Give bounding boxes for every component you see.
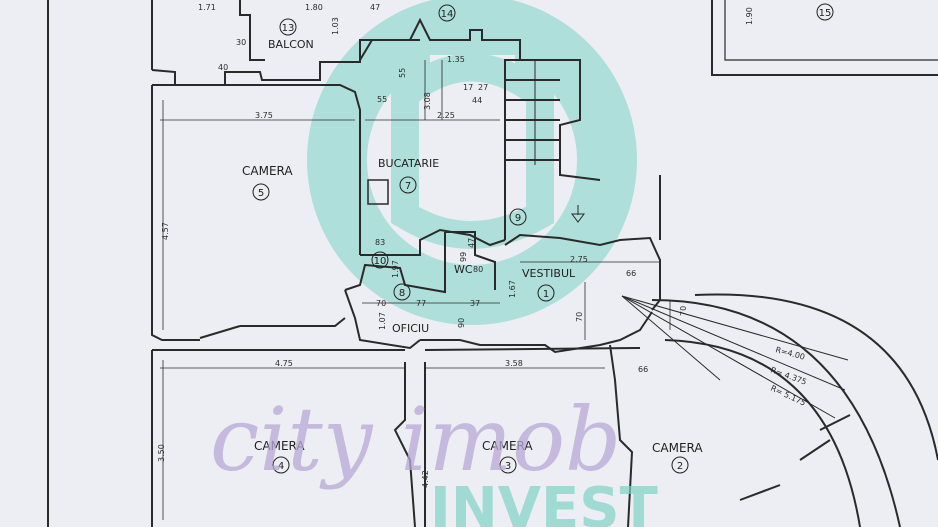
num-vestibul: 1 (543, 289, 549, 300)
dim-375: 3.75 (255, 111, 273, 120)
watermark-line-2: INVEST (430, 476, 658, 527)
dim-80: 80 (473, 265, 483, 274)
num-oficiu: 8 (399, 288, 405, 299)
dim-47a: 47 (370, 3, 380, 12)
dim-30: 30 (236, 38, 246, 47)
label-oficiu: OFICIU (392, 322, 429, 335)
dim-442: 4.42 (421, 470, 430, 488)
dimension-lines (160, 60, 671, 520)
dim-66a: 66 (626, 269, 636, 278)
stair-arrow-icon (571, 205, 585, 223)
dim-27: 27 (478, 83, 488, 92)
num-bucatarie: 7 (405, 181, 411, 192)
dim-17: 17 (463, 83, 473, 92)
num-camera-2: 2 (677, 461, 683, 472)
num-room-14: 14 (441, 9, 454, 20)
label-camera-3: CAMERA (482, 439, 533, 453)
dim-475: 4.75 (275, 359, 293, 368)
dim-47b: 47 (467, 238, 476, 248)
dim-90: 90 (457, 318, 466, 328)
dim-70c: 70 (679, 306, 688, 316)
label-camera-2: CAMERA (652, 441, 703, 455)
num-room-15: 15 (819, 8, 832, 19)
num-camera-4: 4 (278, 461, 284, 472)
walls (47, 0, 938, 527)
label-vestibul: VESTIBUL (522, 267, 576, 280)
dim-66b: 66 (638, 365, 648, 374)
label-bucatarie: BUCATARIE (378, 157, 439, 170)
dim-55a: 55 (398, 68, 407, 78)
num-room-10: 10 (374, 256, 387, 267)
dim-225: 2.25 (437, 111, 455, 120)
dim-55b: 55 (377, 95, 387, 104)
dim-457: 4.57 (161, 222, 170, 240)
dim-70b: 70 (575, 312, 584, 322)
num-camera-5: 5 (258, 188, 264, 199)
dim-197: 1.97 (391, 260, 400, 278)
num-camera-3: 3 (505, 461, 511, 472)
num-balcon: 13 (282, 23, 295, 34)
dimension-labels: 1.71 1.80 47 1.03 1.90 30 40 55 55 1.35 … (157, 3, 754, 488)
watermark-logo (307, 0, 637, 325)
dim-37: 37 (470, 299, 480, 308)
dim-83: 83 (375, 238, 385, 247)
dim-180: 1.80 (305, 3, 323, 12)
dim-308: 3.08 (423, 92, 432, 110)
watermark-text: city imob INVEST (210, 388, 658, 527)
dim-275: 2.75 (570, 255, 588, 264)
label-camera-5: CAMERA (242, 164, 293, 178)
label-wc: WC (454, 263, 473, 276)
dim-167: 1.67 (508, 280, 517, 298)
num-room-9: 9 (515, 213, 521, 224)
dim-44: 44 (472, 96, 482, 105)
dim-190: 1.90 (745, 7, 754, 25)
dim-107: 1.07 (378, 312, 387, 330)
dim-77: 77 (416, 299, 426, 308)
dim-171: 1.71 (198, 3, 216, 12)
radius-lines (621, 295, 849, 419)
room-labels: BALCON 13 14 15 CAMERA 5 BUCATARIE 7 9 1… (242, 3, 834, 474)
dim-135: 1.35 (447, 55, 465, 64)
dim-350: 3.50 (157, 444, 166, 462)
watermark-line-1: city imob (210, 388, 621, 491)
dim-70a: 70 (376, 299, 386, 308)
dim-103: 1.03 (331, 17, 340, 35)
label-camera-4: CAMERA (254, 439, 305, 453)
dim-358: 3.58 (505, 359, 523, 368)
dim-40: 40 (218, 63, 228, 72)
label-balcon: BALCON (268, 38, 314, 51)
radius-labels: R=4.00 R= 4.375 R= 5.175 (769, 345, 808, 408)
dim-99: 99 (459, 252, 468, 262)
